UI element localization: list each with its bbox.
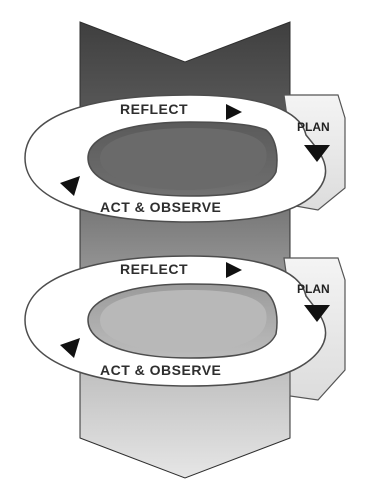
- plan-label-2: PLAN: [297, 282, 330, 296]
- act-observe-label-2: ACT & OBSERVE: [100, 362, 221, 378]
- act-observe-label-1: ACT & OBSERVE: [100, 199, 221, 215]
- downward-chevron-arrow: [80, 22, 290, 478]
- reflect-label-2: REFLECT: [120, 261, 188, 277]
- cycle-2: REFLECT PLAN ACT & OBSERVE: [25, 256, 345, 400]
- cycle-center-2: [100, 290, 267, 352]
- cycle-1: REFLECT PLAN ACT & OBSERVE: [25, 95, 345, 222]
- plan-label-1: PLAN: [297, 120, 330, 134]
- reflect-label-1: REFLECT: [120, 101, 188, 117]
- cycle-center-1: [100, 128, 267, 190]
